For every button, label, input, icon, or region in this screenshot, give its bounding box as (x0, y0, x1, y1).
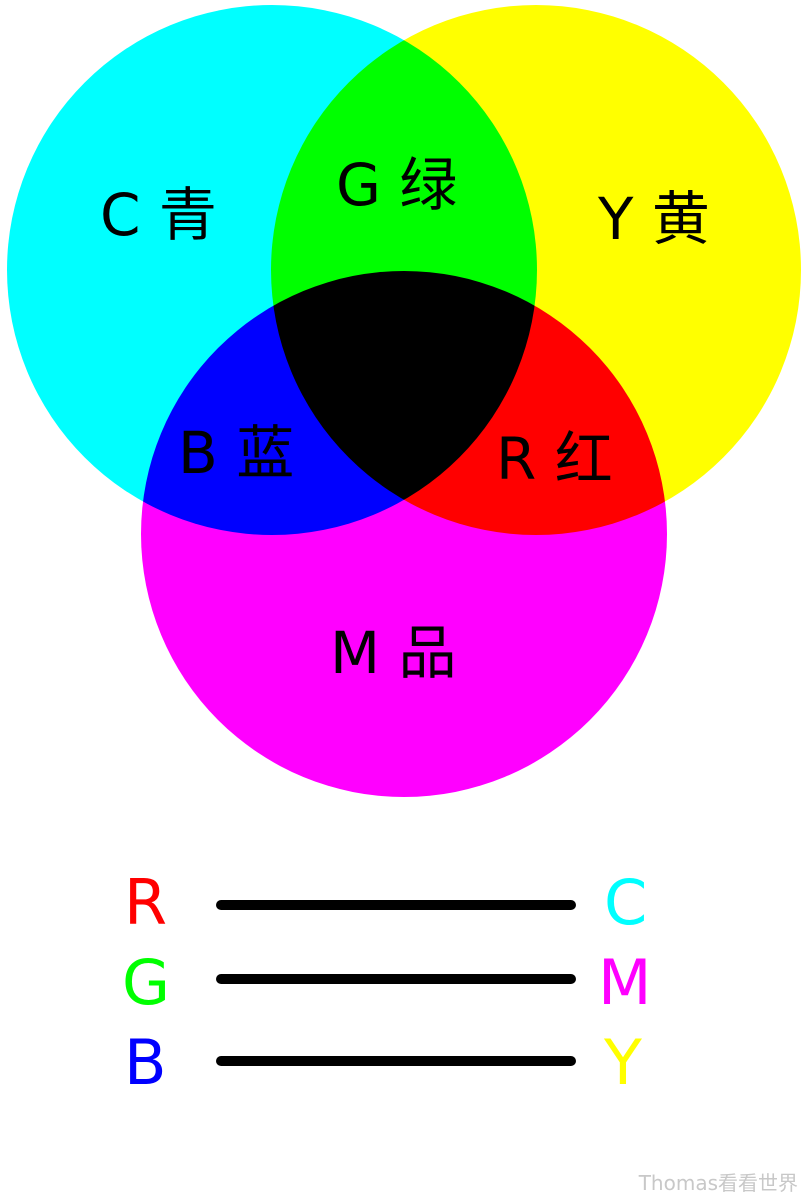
letter-m: M (598, 946, 652, 1019)
label-cyan: C 青 (100, 181, 217, 249)
magenta-circle (141, 271, 667, 797)
label-blue: B 蓝 (178, 419, 295, 487)
connector-line (216, 974, 576, 984)
label-green: G 绿 (336, 151, 458, 219)
venn-diagram (7, 5, 801, 797)
letter-r: R (124, 866, 168, 939)
letter-y: Y (604, 1026, 642, 1099)
watermark: Thomas看看世界 (638, 1171, 798, 1195)
label-red: R 红 (496, 425, 613, 493)
letter-b: B (124, 1026, 167, 1099)
letter-c: C (604, 866, 648, 939)
connector-line (216, 1056, 576, 1066)
label-magenta: M 品 (330, 619, 457, 687)
connector-line (216, 900, 576, 910)
label-yellow: Y 黄 (598, 185, 710, 253)
letter-g: G (122, 946, 171, 1019)
